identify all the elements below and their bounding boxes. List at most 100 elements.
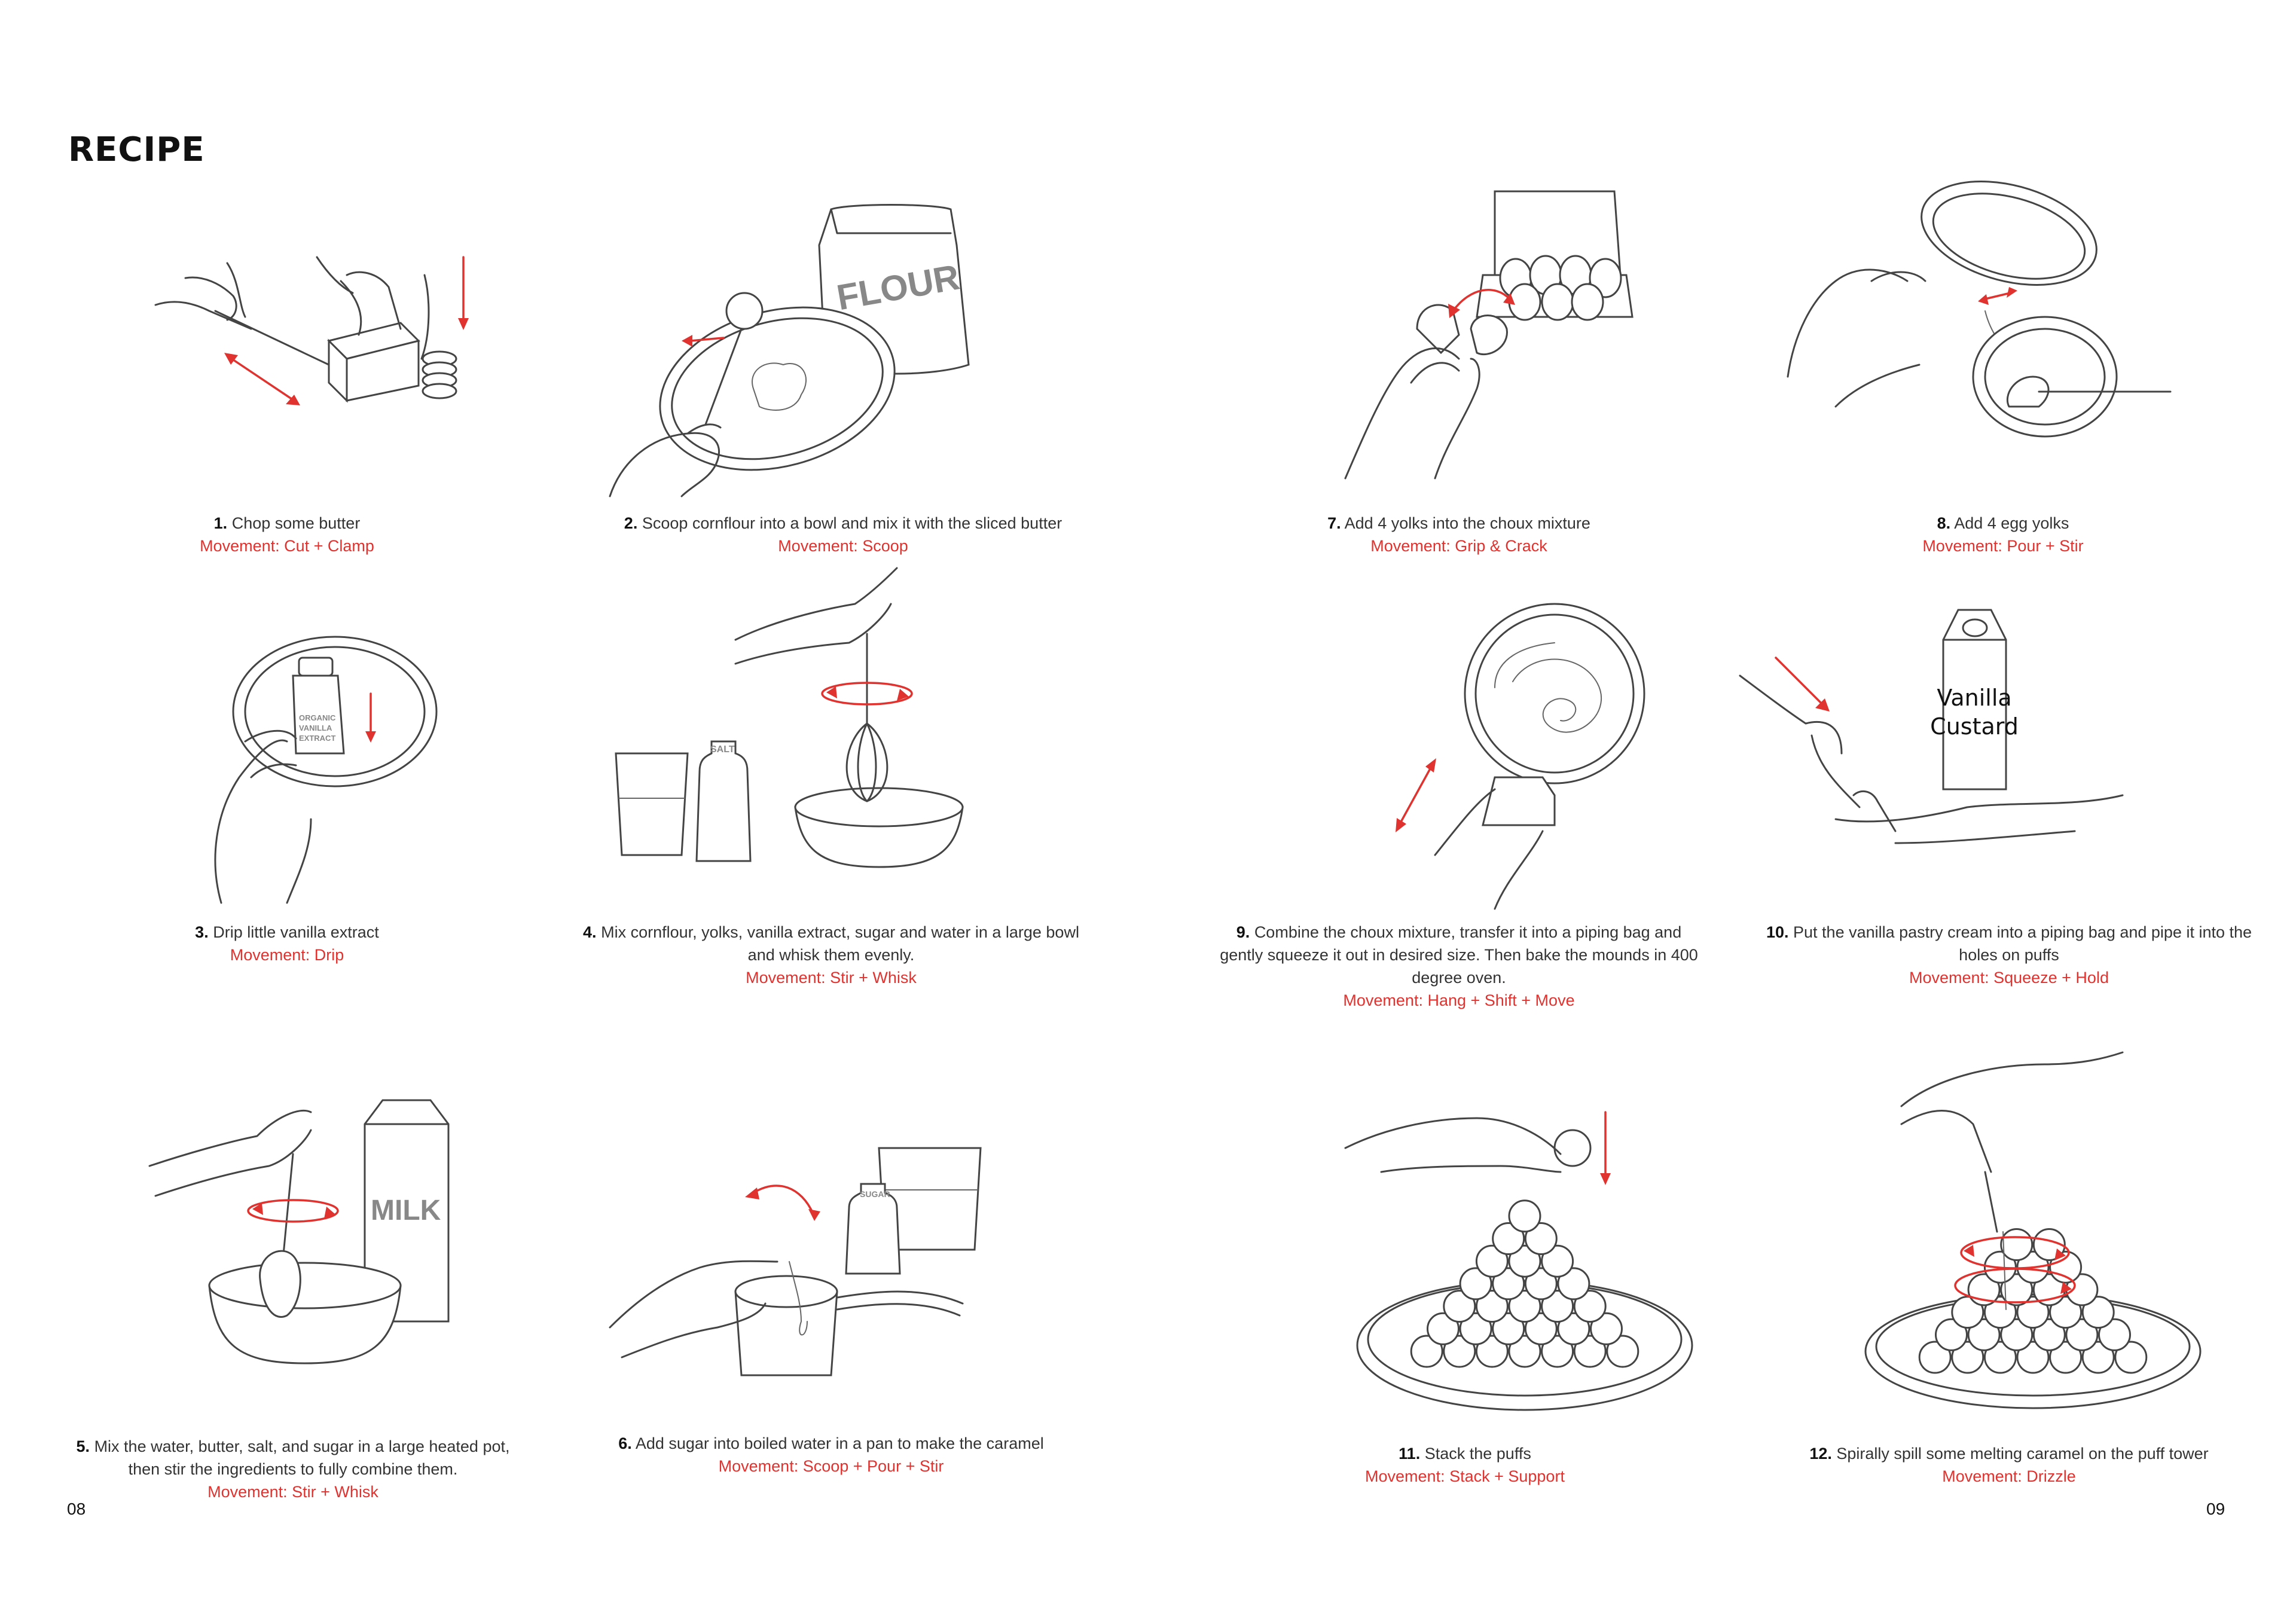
puff xyxy=(1557,1312,1590,1345)
puff xyxy=(1967,1318,2001,1351)
step-description: Add 4 yolks into the choux mixture xyxy=(1344,514,1590,532)
puff xyxy=(1590,1312,1623,1345)
step-5-caption: 5. Mix the water, butter, salt, and suga… xyxy=(66,1435,520,1503)
step-number: 4. xyxy=(583,923,597,941)
step-description: Chop some butter xyxy=(231,514,361,532)
puff xyxy=(1508,1335,1541,1368)
puff xyxy=(2049,1341,2083,1374)
step-description: Add 4 egg yolks xyxy=(1954,514,2069,532)
puff xyxy=(2114,1341,2148,1374)
step-number: 2. xyxy=(624,514,638,532)
puff xyxy=(1492,1267,1525,1301)
step-number: 11. xyxy=(1399,1445,1421,1463)
step-movement: Movement: Scoop xyxy=(778,537,908,555)
puff xyxy=(1951,1341,1984,1374)
puff xyxy=(1508,1244,1541,1278)
piping-bag-illustration xyxy=(1396,603,1645,910)
puff xyxy=(1918,1341,1952,1374)
step-movement: Movement: Squeeze + Hold xyxy=(1909,969,2109,987)
puff xyxy=(1573,1335,1607,1368)
step-description: Add sugar into boiled water in a pan to … xyxy=(635,1434,1044,1452)
step-number: 9. xyxy=(1236,923,1250,941)
step-number: 3. xyxy=(195,923,209,941)
puff xyxy=(1557,1267,1590,1301)
custard-label-2: Custard xyxy=(1930,713,2019,740)
puff xyxy=(2065,1318,2099,1351)
puff xyxy=(1459,1267,1492,1301)
puff xyxy=(1508,1199,1541,1233)
step-movement: Movement: Drizzle xyxy=(1942,1467,2076,1485)
step-description: Spirally spill some melting caramel on t… xyxy=(1836,1445,2209,1463)
puff xyxy=(1459,1312,1492,1345)
puff xyxy=(2049,1296,2083,1329)
step-number: 6. xyxy=(618,1434,632,1452)
step-movement: Movement: Stir + Whisk xyxy=(746,969,917,987)
step-12-illustration xyxy=(1854,1051,2212,1417)
step-11-illustration xyxy=(1344,1082,1704,1417)
sugar-pan-illustration: SUGAR xyxy=(609,1147,982,1376)
puff xyxy=(1541,1244,1574,1278)
puff xyxy=(2081,1296,2115,1329)
puff xyxy=(1508,1290,1541,1323)
puff xyxy=(1492,1312,1525,1345)
step-movement: Movement: Pour + Stir xyxy=(1922,537,2084,555)
puff xyxy=(2032,1318,2066,1351)
vanilla-drip-illustration: ORGANIC VANILLA EXTRACT xyxy=(214,636,438,904)
vanilla-label-2: VANILLA xyxy=(299,724,332,732)
step-description: Put the vanilla pastry cream into a pipi… xyxy=(1793,923,2252,964)
sugar-label: SUGAR xyxy=(860,1189,890,1199)
step-number: 5. xyxy=(76,1437,90,1455)
step-3-illustration: ORGANIC VANILLA EXTRACT xyxy=(191,622,454,904)
vanilla-label-3: EXTRACT xyxy=(299,734,335,743)
step-10-illustration: Vanilla Custard xyxy=(1739,604,2135,891)
step-1-illustration xyxy=(149,251,490,431)
step-number: 1. xyxy=(213,514,228,532)
step-number: 8. xyxy=(1937,514,1951,532)
step-movement: Movement: Grip & Crack xyxy=(1370,537,1547,555)
step-movement: Movement: Stack + Support xyxy=(1365,1467,1565,1485)
custard-piping-illustration: Vanilla Custard xyxy=(1739,609,2124,844)
step-3-caption: 3. Drip little vanilla extract Movement:… xyxy=(132,921,442,966)
step-10-caption: 10. Put the vanilla pastry cream into a … xyxy=(1764,921,2254,989)
stack-puffs-illustration xyxy=(1344,1111,1693,1411)
puff xyxy=(1443,1290,1476,1323)
drizzle-caramel-illustration xyxy=(1864,1051,2202,1409)
puff xyxy=(2000,1273,2034,1306)
puff xyxy=(1524,1222,1558,1255)
puff xyxy=(1935,1318,1968,1351)
step-description: Mix the water, butter, salt, and sugar i… xyxy=(94,1437,510,1478)
puff xyxy=(1410,1335,1443,1368)
step-description: Scoop cornflour into a bowl and mix it w… xyxy=(642,514,1062,532)
step-6-caption: 6. Add sugar into boiled water in a pan … xyxy=(598,1432,1064,1477)
step-1-caption: 1. Chop some butter Movement: Cut + Clam… xyxy=(144,512,430,557)
puff xyxy=(2098,1318,2131,1351)
puff xyxy=(2081,1341,2115,1374)
step-2-caption: 2. Scoop cornflour into a bowl and mix i… xyxy=(592,512,1094,557)
step-movement: Movement: Cut + Clamp xyxy=(200,537,374,555)
step-4-caption: 4. Mix cornflour, yolks, vanilla extract… xyxy=(568,921,1094,989)
step-8-illustration xyxy=(1787,179,2188,442)
step-8-caption: 8. Add 4 egg yolks Movement: Pour + Stir xyxy=(1848,512,2158,557)
step-9-caption: 9. Combine the choux mixture, transfer i… xyxy=(1220,921,1698,1012)
puff xyxy=(1524,1267,1558,1301)
puff xyxy=(1606,1335,1639,1368)
puff xyxy=(2016,1341,2050,1374)
puff xyxy=(1983,1296,2017,1329)
milk-pot-illustration: MILK xyxy=(148,1099,450,1364)
flour-bowl-illustration: FLOUR xyxy=(609,204,970,497)
butter-knife-illustration xyxy=(154,256,469,405)
milk-label: MILK xyxy=(371,1195,441,1226)
step-description: Combine the choux mixture, transfer it i… xyxy=(1220,923,1698,987)
puff xyxy=(1427,1312,1460,1345)
puff xyxy=(1475,1335,1509,1368)
step-6-illustration: SUGAR xyxy=(609,1142,993,1405)
step-7-illustration xyxy=(1344,179,1680,490)
step-4-illustration: SALT xyxy=(604,562,999,897)
step-number: 12. xyxy=(1809,1445,1832,1463)
puff xyxy=(1541,1335,1574,1368)
whisk-bowl-illustration: SALT xyxy=(615,567,964,868)
step-movement: Movement: Hang + Shift + Move xyxy=(1343,991,1575,1009)
step-9-illustration xyxy=(1375,598,1686,910)
puff xyxy=(1492,1222,1525,1255)
step-movement: Movement: Stir + Whisk xyxy=(207,1483,378,1501)
